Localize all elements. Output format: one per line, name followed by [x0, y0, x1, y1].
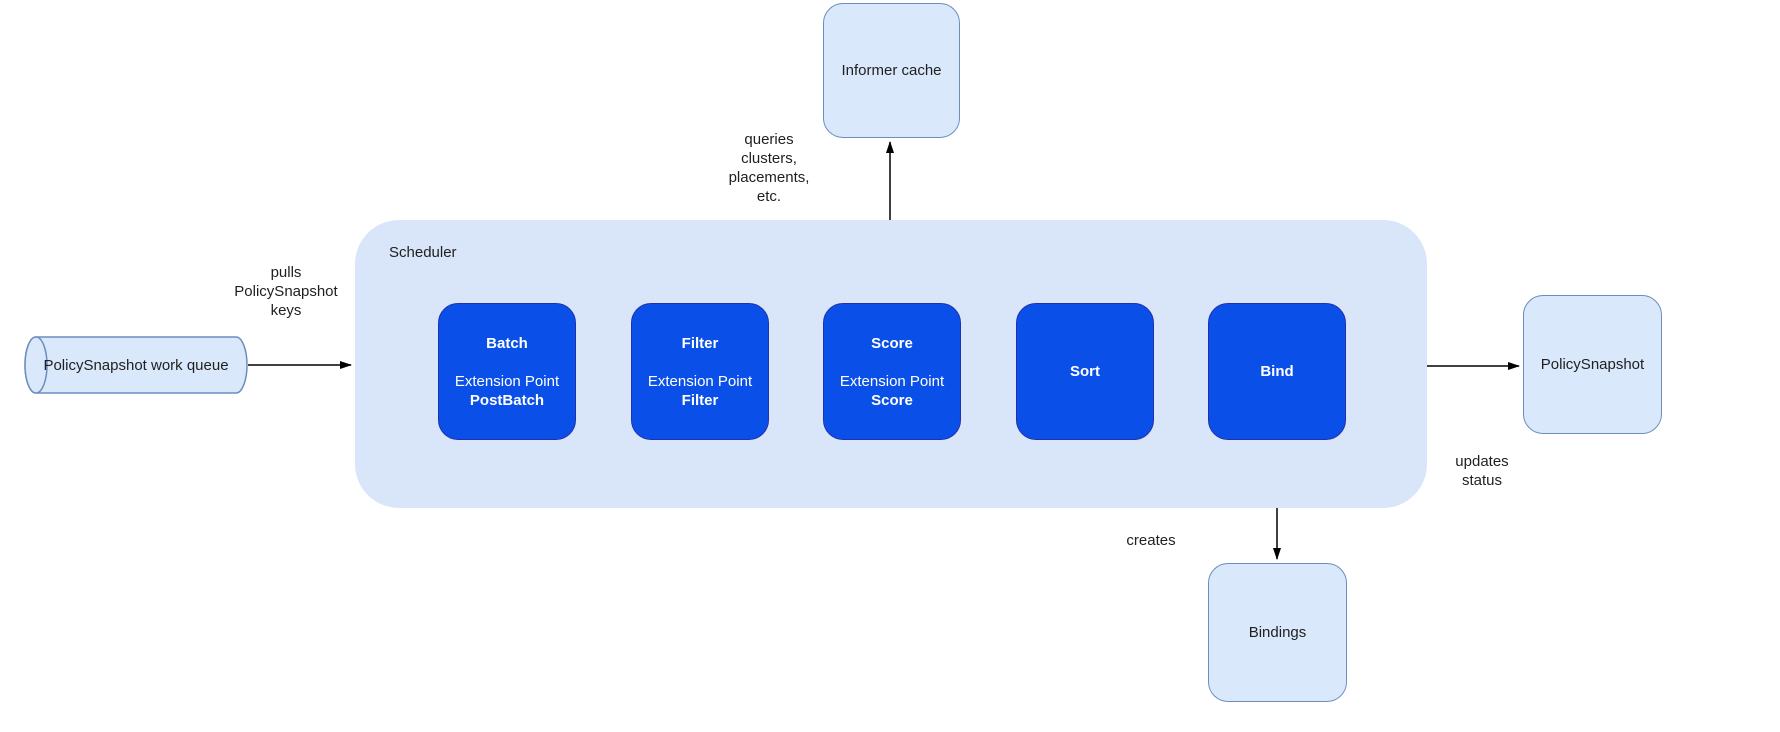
stage-sort: Sort [1016, 303, 1154, 440]
scheduler-title: Scheduler [389, 244, 457, 261]
stage-batch-extension-point-label: Extension Point [454, 372, 560, 390]
node-bindings: Bindings [1208, 563, 1347, 702]
informer-cache-label: Informer cache [841, 62, 942, 79]
edge-label-updates: updates status [1455, 453, 1509, 489]
scheduler-container: Scheduler Batch Extension Point PostBatc… [355, 220, 1427, 508]
stage-sort-title: Sort [1070, 363, 1100, 380]
stage-batch-extension-point: PostBatch [469, 391, 545, 409]
node-informer-cache: Informer cache [823, 3, 960, 138]
stage-batch: Batch Extension Point PostBatch [438, 303, 576, 440]
edge-label-pulls: pulls PolicySnapshot keys [234, 264, 338, 319]
policy-snapshot-label: PolicySnapshot [1540, 356, 1645, 373]
stage-bind: Bind [1208, 303, 1346, 440]
stage-score-title: Score [871, 334, 913, 352]
work-queue-cylinder [24, 336, 248, 394]
stage-batch-title: Batch [486, 334, 528, 352]
stage-score-extension-point: Score [871, 391, 913, 409]
stage-filter-extension-point-label: Extension Point [647, 372, 753, 390]
stage-filter-extension-point: Filter [681, 391, 719, 409]
stage-score-extension-point-label: Extension Point [839, 372, 945, 390]
stage-score: Score Extension Point Score [823, 303, 961, 440]
work-queue-label: PolicySnapshot work queue [43, 356, 229, 374]
stage-bind-title: Bind [1260, 363, 1294, 380]
edge-label-queries: queries clusters, placements, etc. [728, 131, 810, 205]
stage-filter-title: Filter [681, 334, 719, 352]
edge-label-creates: creates [1126, 532, 1176, 549]
bindings-label: Bindings [1248, 624, 1307, 641]
stage-filter: Filter Extension Point Filter [631, 303, 769, 440]
node-policy-snapshot: PolicySnapshot [1523, 295, 1662, 434]
